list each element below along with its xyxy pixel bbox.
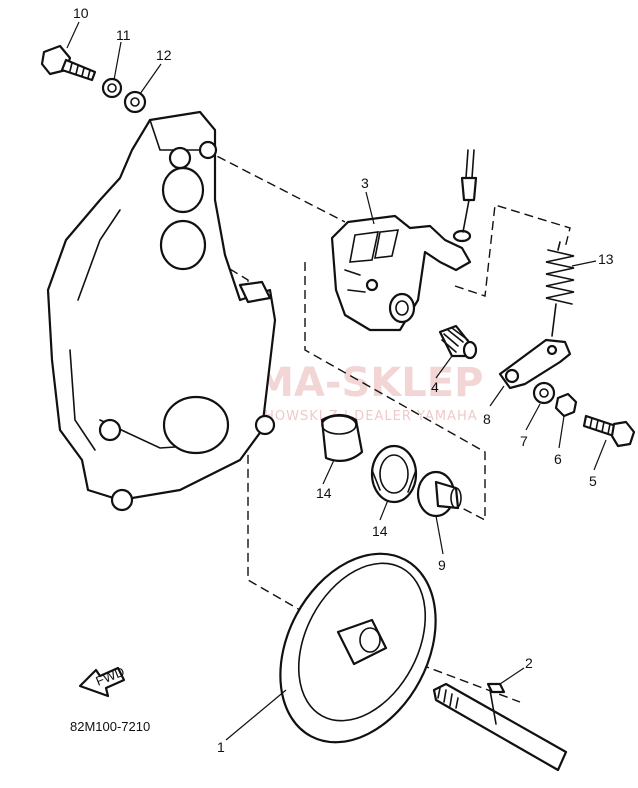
label-part-12: 12 — [156, 47, 172, 63]
label-part-4: 4 — [431, 379, 439, 395]
part-14-seal-a — [320, 413, 364, 463]
label-part-6: 6 — [554, 451, 562, 467]
label-part-1: 1 — [217, 739, 225, 755]
label-part-2: 2 — [525, 655, 533, 671]
part-9-slider — [416, 470, 462, 518]
part-11-lock-washer — [101, 77, 123, 99]
label-part-7: 7 — [520, 433, 528, 449]
label-part-3: 3 — [361, 175, 369, 191]
part-5-bolt — [582, 414, 636, 448]
fwd-arrow: FWD — [78, 664, 127, 698]
part-13-spring — [545, 241, 575, 337]
part-4-adjuster — [438, 324, 478, 360]
label-part-9: 9 — [438, 557, 446, 573]
label-part-8: 8 — [483, 411, 491, 427]
part-14-seal-b — [370, 444, 418, 504]
part-7-washer — [532, 381, 556, 405]
part-8-lever — [498, 338, 572, 390]
part-6-nut — [554, 392, 578, 418]
label-part-10: 10 — [73, 5, 89, 21]
part-1-sheave — [279, 552, 437, 744]
diagram-code: 82M100-7210 — [70, 719, 150, 734]
part-2-key — [486, 682, 506, 694]
part-3-housing — [330, 214, 472, 332]
crankshaft — [432, 682, 568, 772]
cable-end — [452, 149, 478, 243]
leader-lines — [66, 21, 607, 741]
part-10-bolt — [40, 44, 97, 82]
label-part-11: 11 — [116, 27, 131, 43]
fwd-arrow-icon — [78, 666, 126, 698]
part-number-labels: 10 11 12 3 13 4 8 7 6 5 14 14 9 2 1 — [73, 5, 614, 755]
engine-case — [46, 110, 277, 512]
label-part-5: 5 — [589, 473, 597, 489]
part-12-washer — [123, 90, 147, 114]
label-part-14b: 14 — [372, 523, 388, 539]
label-part-14a: 14 — [316, 485, 332, 501]
label-part-13: 13 — [598, 251, 614, 267]
